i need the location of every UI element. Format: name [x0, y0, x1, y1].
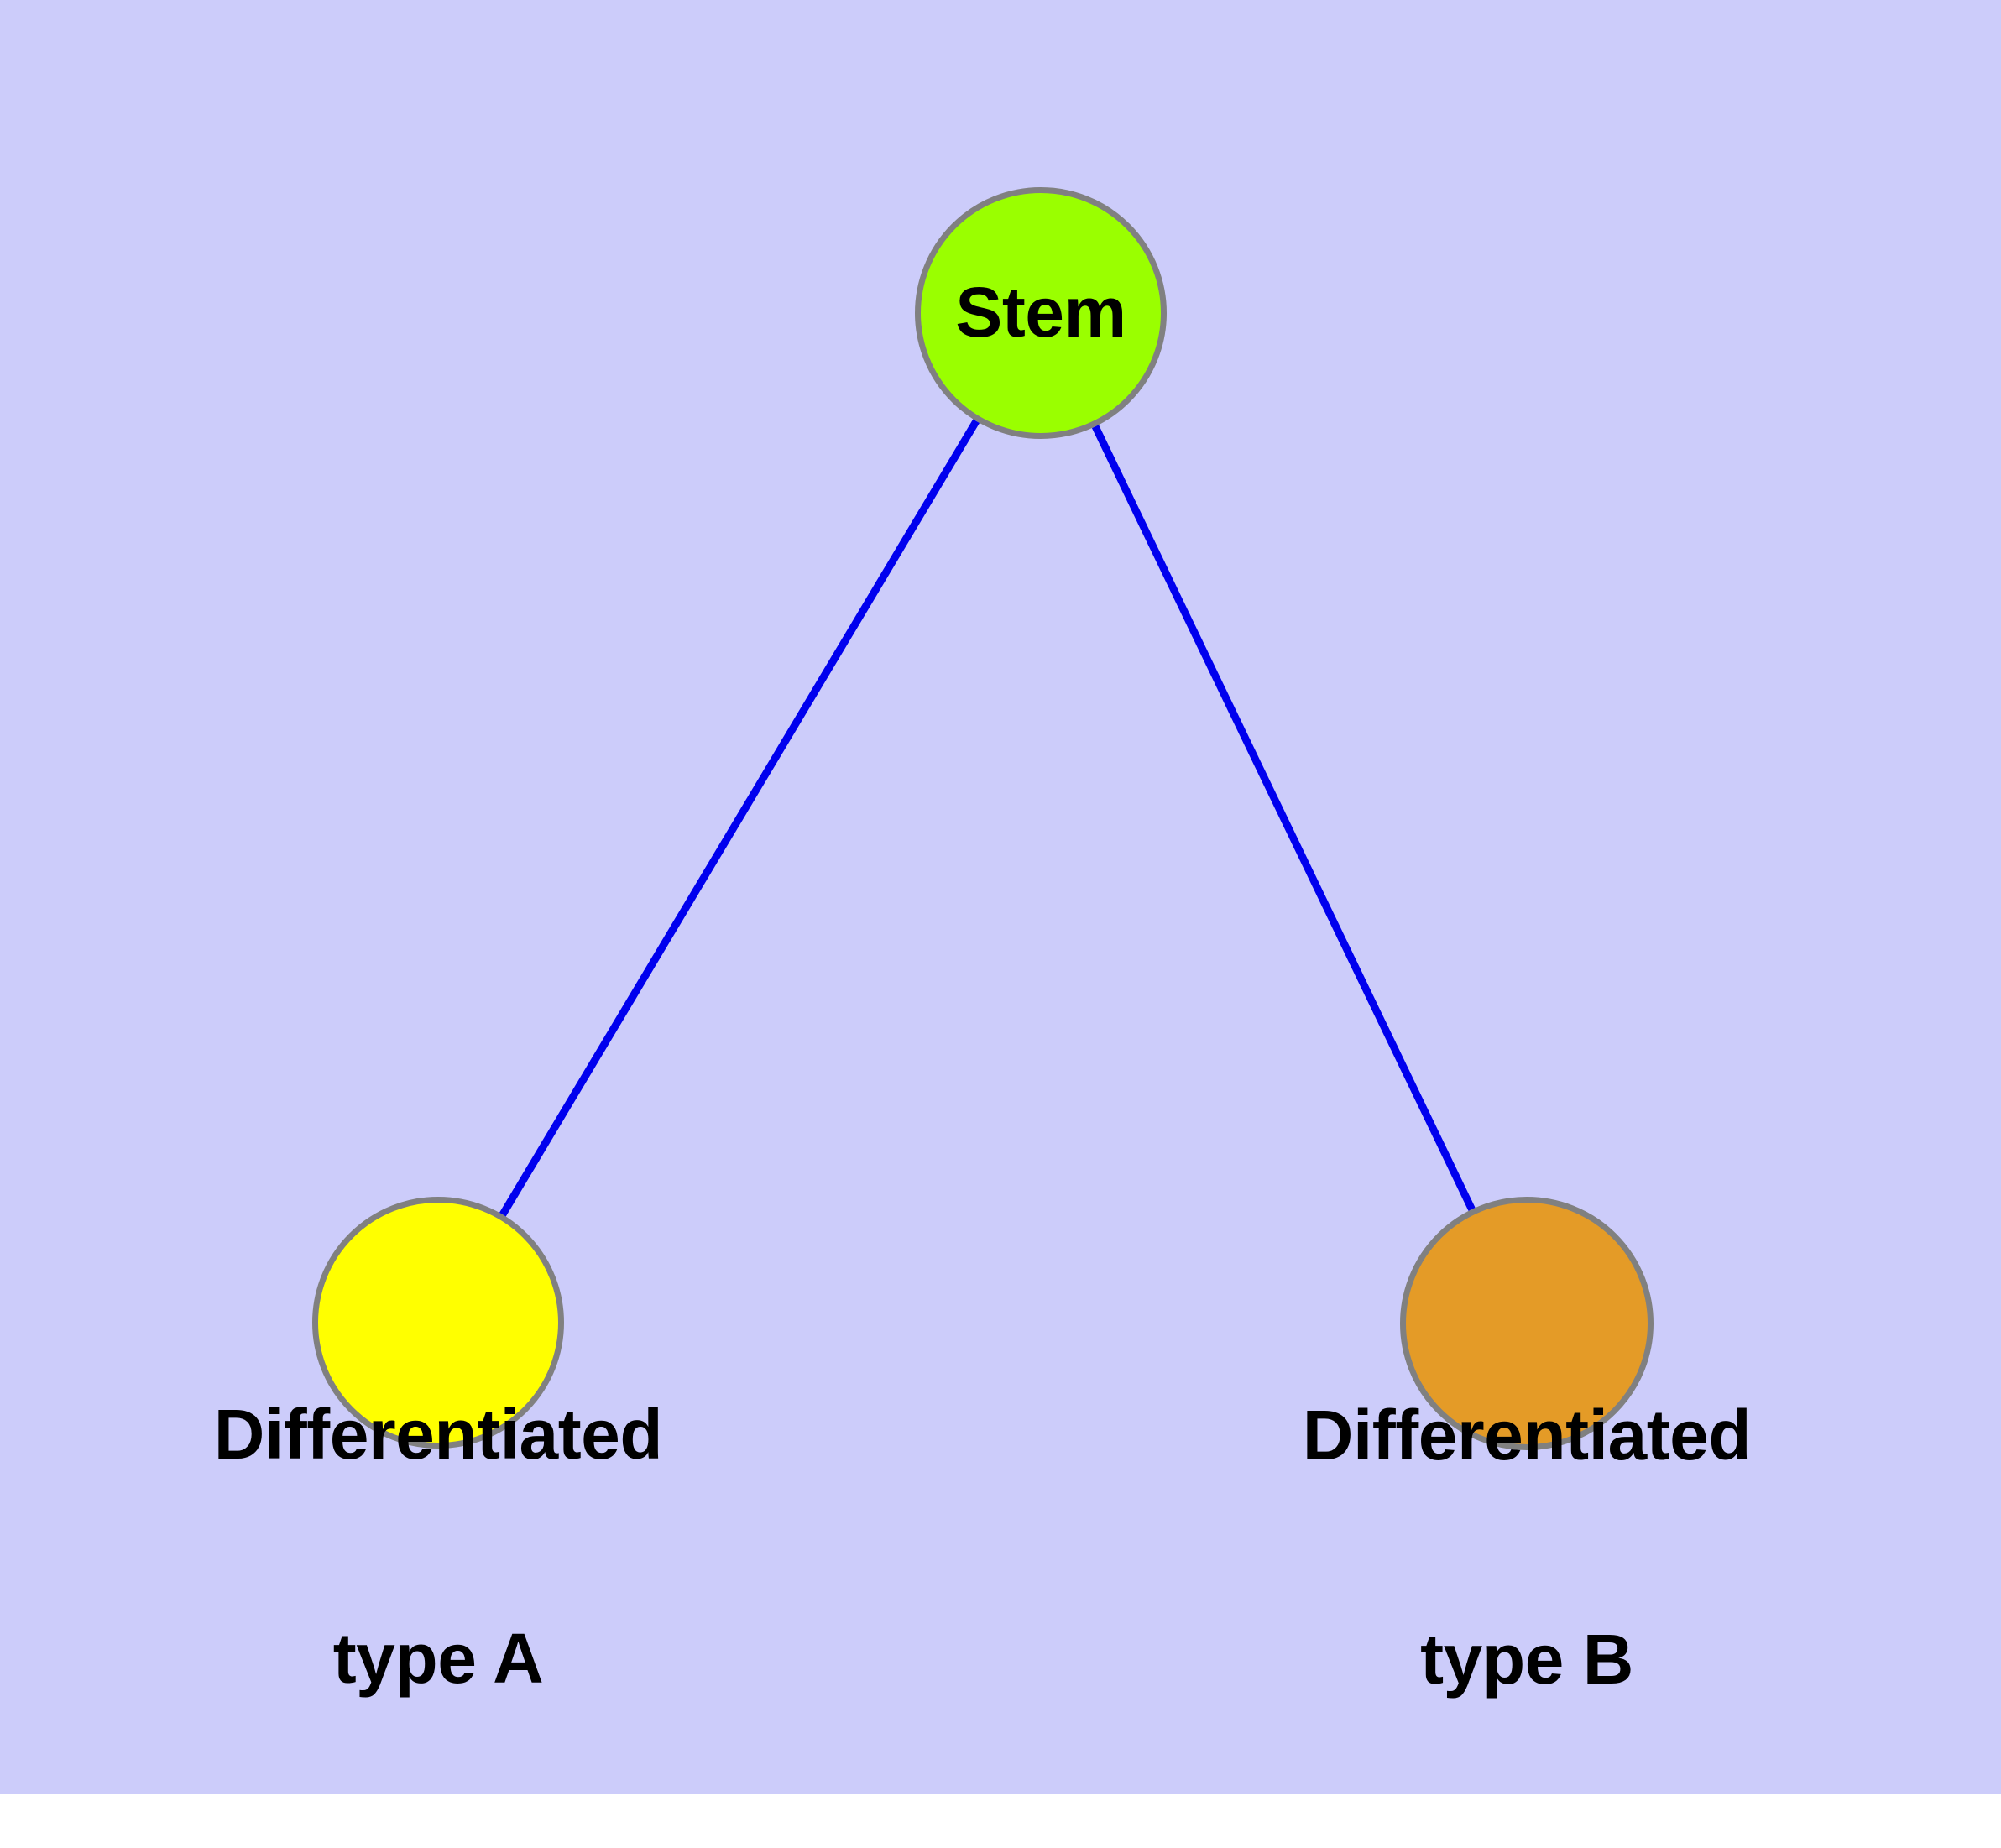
graph-canvas: Stem Differentiated type A Differentiate… — [0, 0, 2001, 1794]
node-differentiated-type-b[interactable] — [1400, 1197, 1654, 1450]
edge-layer — [435, 311, 1531, 1325]
edge-stem-to-diff-b[interactable] — [1037, 311, 1531, 1325]
edge-stem-to-diff-a[interactable] — [435, 311, 1044, 1325]
node-stem[interactable] — [915, 187, 1167, 439]
node-differentiated-type-a[interactable] — [312, 1197, 564, 1449]
